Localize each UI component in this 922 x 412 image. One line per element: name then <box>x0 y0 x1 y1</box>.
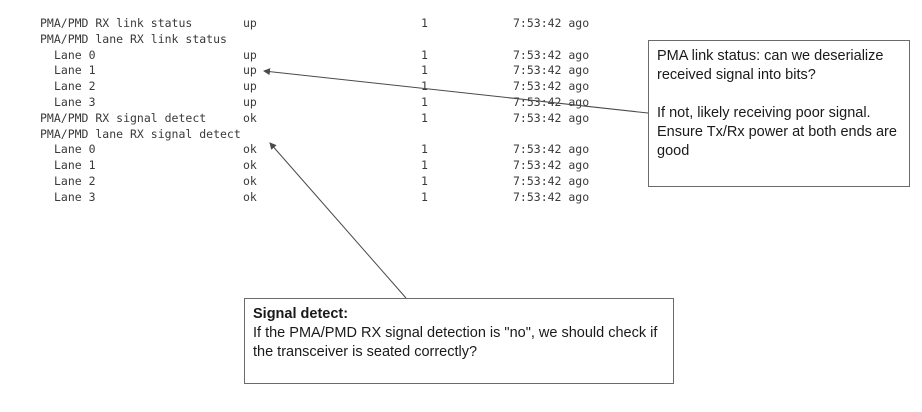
row-label: Lane 2 <box>54 79 96 94</box>
row-count: 1 <box>421 63 428 78</box>
row-label: Lane 1 <box>54 63 96 78</box>
pma-callout-text-2: If not, likely receiving poor signal. En… <box>657 105 897 159</box>
row-timestamp: 7:53:42 ago <box>513 63 590 78</box>
signal-callout-title: Signal detect: <box>253 306 349 322</box>
row-status-value: ok <box>243 173 257 188</box>
row-label: Lane 0 <box>54 142 96 157</box>
row-count: 1 <box>421 47 428 62</box>
row-status-value: up <box>243 47 257 62</box>
signal-callout-arrow <box>269 142 407 299</box>
row-status-value: ok <box>243 142 257 157</box>
row-label: Lane 2 <box>54 173 96 188</box>
row-timestamp: 7:53:42 ago <box>513 16 590 30</box>
row-count: 1 <box>421 173 428 188</box>
row-status-value: up <box>243 63 257 78</box>
row-label: PMA/PMD lane RX link status <box>40 31 227 46</box>
row-label: PMA/PMD RX link status <box>40 16 193 30</box>
row-count: 1 <box>421 16 428 30</box>
row-count: 1 <box>421 142 428 157</box>
row-timestamp: 7:53:42 ago <box>513 110 590 125</box>
row-count: 1 <box>421 158 428 173</box>
row-timestamp: 7:53:42 ago <box>513 142 590 157</box>
row-label: Lane 0 <box>54 47 96 62</box>
signal-callout-body: If the PMA/PMD RX signal detection is "n… <box>253 325 658 360</box>
row-status-value: ok <box>243 158 257 173</box>
row-label: Lane 1 <box>54 158 96 173</box>
row-label: Lane 3 <box>54 94 96 109</box>
row-timestamp: 7:53:42 ago <box>513 158 590 173</box>
row-status-value: ok <box>243 110 257 125</box>
row-timestamp: 7:53:42 ago <box>513 79 590 94</box>
row-count: 1 <box>421 79 428 94</box>
row-count: 1 <box>421 110 428 125</box>
row-timestamp: 7:53:42 ago <box>513 47 590 62</box>
row-count: 1 <box>421 189 428 204</box>
row-label: Lane 3 <box>54 189 96 204</box>
row-status-value: up <box>243 79 257 94</box>
pma-callout-arrow <box>263 68 649 114</box>
row-timestamp: 7:53:42 ago <box>513 173 590 188</box>
row-timestamp: 7:53:42 ago <box>513 94 590 109</box>
pma-callout-text-1: PMA link status: can we deserialize rece… <box>657 48 884 83</box>
row-status-value: up <box>243 16 257 30</box>
row-count: 1 <box>421 94 428 109</box>
row-status-value: ok <box>243 189 257 204</box>
row-timestamp: 7:53:42 ago <box>513 189 590 204</box>
pma-link-status-callout: PMA link status: can we deserialize rece… <box>648 40 910 187</box>
signal-detect-callout: Signal detect: If the PMA/PMD RX signal … <box>244 298 674 384</box>
row-label: PMA/PMD RX signal detect <box>40 110 207 125</box>
row-label: PMA/PMD lane RX signal detect <box>40 126 241 141</box>
row-status-value: up <box>243 94 257 109</box>
